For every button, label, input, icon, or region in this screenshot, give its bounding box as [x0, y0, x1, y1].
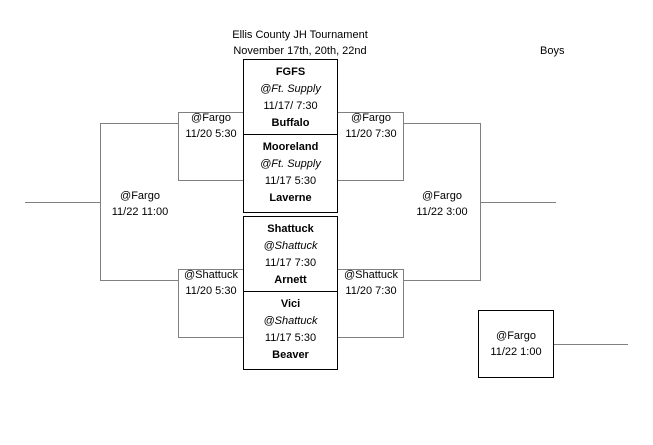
bracket-line-lower-right-top: [338, 269, 404, 270]
bracket-line-upper-right-top: [338, 112, 404, 113]
bracket-line-final-right-stub: [480, 202, 556, 203]
game-3-top-team: Shattuck: [267, 223, 314, 235]
consolation-site: @Fargo: [496, 330, 536, 342]
semifinal-upper-right[interactable]: @Fargo 11/20 7:30: [338, 110, 404, 142]
page-title: Ellis County JH Tournament: [232, 29, 368, 41]
game-2-bottom-team: Laverne: [269, 192, 312, 204]
bracket-line-upper-right-bottom: [338, 180, 404, 181]
game-3-venue: @Shattuck: [263, 240, 318, 252]
final-right-datetime: 11/22 3:00: [416, 206, 468, 218]
game-box-4[interactable]: Vici @Shattuck 11/17 5:30 Beaver: [243, 291, 338, 370]
game-box-1[interactable]: FGFS @Ft. Supply 11/17/ 7:30 Buffalo: [243, 59, 338, 138]
game-1-top-team: FGFS: [275, 66, 306, 78]
semifinal-lower-right-datetime: 11/20 7:30: [345, 285, 397, 297]
game-2-top-team: Mooreland: [262, 141, 319, 153]
bracket-line-lower-right-vertical: [403, 269, 404, 338]
semifinal-upper-right-site: @Fargo: [351, 112, 391, 124]
game-box-3[interactable]: Shattuck @Shattuck 11/17 7:30 Arnett: [243, 216, 338, 295]
game-4-bottom-team: Beaver: [272, 349, 309, 361]
final-right-site: @Fargo: [422, 190, 462, 202]
bracket-line-upper-left-bottom: [178, 180, 244, 181]
game-4-datetime: 11/17 5:30: [264, 332, 317, 344]
semifinal-lower-left[interactable]: @Shattuck 11/20 5:30: [176, 267, 246, 299]
bracket-line-final-right-bottom: [403, 280, 481, 281]
game-1-datetime: 11/17/ 7:30: [263, 100, 318, 112]
semifinal-lower-right[interactable]: @Shattuck 11/20 7:30: [336, 267, 406, 299]
semifinal-upper-left-site: @Fargo: [191, 112, 231, 124]
bracket-line-lower-right-bottom: [338, 337, 404, 338]
tournament-dates: November 17th, 20th, 22nd: [233, 45, 367, 57]
bracket-line-upper-right-vertical: [403, 112, 404, 181]
game-4-top-team: Vici: [280, 298, 301, 310]
division-label: Boys: [540, 45, 565, 57]
game-1-venue: @Ft. Supply: [260, 83, 321, 95]
semifinal-upper-right-datetime: 11/20 7:30: [345, 128, 397, 140]
game-4-venue: @Shattuck: [263, 315, 318, 327]
bracket-line-lower-left-bottom: [178, 337, 244, 338]
final-left-datetime: 11/22 11:00: [111, 206, 169, 218]
semifinal-lower-left-site: @Shattuck: [184, 269, 238, 281]
game-2-datetime: 11/17 5:30: [264, 175, 317, 187]
bracket-line-final-right-top: [403, 123, 481, 124]
game-3-datetime: 11/17 7:30: [264, 257, 317, 269]
semifinal-upper-left[interactable]: @Fargo 11/20 5:30: [178, 110, 244, 142]
bracket-line-final-left-bottom: [100, 280, 178, 281]
bracket-line-consolation-stub: [553, 344, 628, 345]
final-left-site: @Fargo: [120, 190, 160, 202]
bracket-line-upper-left-vertical: [178, 112, 179, 181]
final-right[interactable]: @Fargo 11/22 3:00: [404, 188, 480, 220]
game-1-bottom-team: Buffalo: [271, 117, 310, 129]
game-2-venue: @Ft. Supply: [260, 158, 321, 170]
bracket-line-final-left-stub: [25, 202, 101, 203]
game-box-2[interactable]: Mooreland @Ft. Supply 11/17 5:30 Laverne: [243, 134, 338, 213]
final-left[interactable]: @Fargo 11/22 11:00: [101, 188, 179, 220]
bracket-line-lower-left-vertical: [178, 269, 179, 338]
semifinal-lower-left-datetime: 11/20 5:30: [185, 285, 237, 297]
bracket-line-final-left-top: [100, 123, 178, 124]
consolation-game-box[interactable]: @Fargo 11/22 1:00: [478, 310, 554, 378]
bracket-line-upper-left-top: [178, 112, 244, 113]
semifinal-lower-right-site: @Shattuck: [344, 269, 398, 281]
consolation-datetime: 11/22 1:00: [490, 346, 542, 358]
bracket-line-lower-left-top: [178, 269, 244, 270]
semifinal-upper-left-datetime: 11/20 5:30: [185, 128, 237, 140]
game-3-bottom-team: Arnett: [274, 274, 307, 286]
